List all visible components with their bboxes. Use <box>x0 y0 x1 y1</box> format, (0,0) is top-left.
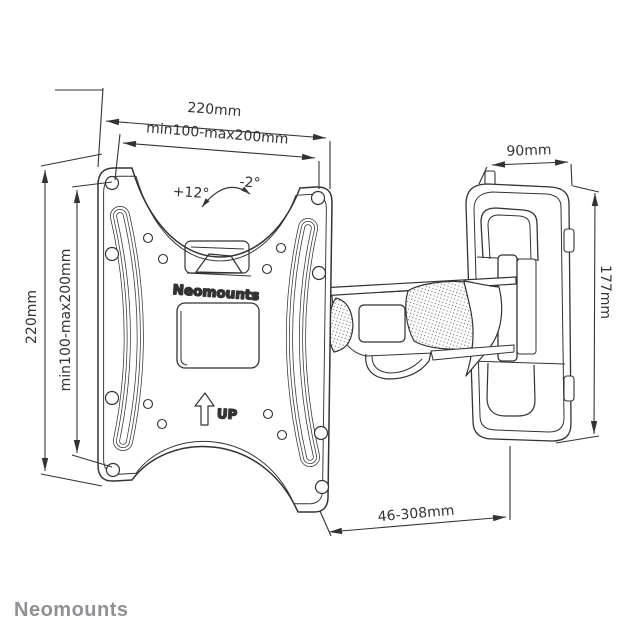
bracket-side-tab-upper <box>563 228 575 253</box>
plate-handle-tab <box>184 240 252 277</box>
label-top-vesa: min100-max200mm <box>146 120 290 147</box>
bracket-arch-outer <box>480 207 539 262</box>
bracket-arch-inner <box>487 214 532 262</box>
ext-lines <box>40 87 600 537</box>
plate-brand-text: Neomounts <box>172 282 260 304</box>
bracket-rear-column <box>516 258 537 355</box>
dim-top-width <box>105 118 327 141</box>
dimension-lines <box>41 118 599 535</box>
plate-outline <box>97 167 333 513</box>
label-tilt-down: -2° <box>239 174 261 191</box>
dim-bracket-width <box>491 159 569 168</box>
neomounts-logo: Neomounts <box>14 599 129 621</box>
swivel-arm <box>319 276 517 380</box>
bracket-side-tab-lower <box>563 375 575 402</box>
plate-edge-holes <box>104 175 330 495</box>
wall-bracket <box>465 170 575 442</box>
dim-extension <box>328 514 507 535</box>
up-label: UP <box>217 407 238 423</box>
plate-center-recess <box>176 302 260 369</box>
bracket-cover-inner-line <box>473 191 565 433</box>
vesa-plate: Neomounts UP <box>97 167 333 513</box>
bracket-lower-pocket <box>486 362 536 417</box>
label-bracket-width: 90mm <box>506 142 552 160</box>
arm-label-plate <box>358 304 406 343</box>
dimension-annotations <box>40 87 600 537</box>
label-tilt-up: +12° <box>172 184 210 203</box>
dimension-labels: 220mm min100-max200mm 220mm min100-max20… <box>24 100 613 525</box>
arm-hook-inner <box>371 355 423 374</box>
arm-lower-bar <box>430 344 515 361</box>
plate-slot-right <box>286 218 320 467</box>
up-arrow-icon <box>194 392 215 426</box>
label-left-vesa: min100-max200mm <box>58 249 74 392</box>
dim-top-vesa <box>122 140 316 161</box>
dim-bracket-height <box>590 192 599 435</box>
tilt-arc <box>201 186 251 208</box>
label-bracket-height: 177mm <box>597 265 613 319</box>
plate-small-holes <box>142 232 288 441</box>
label-top-width: 220mm <box>187 100 242 120</box>
plate-inner-offset <box>103 175 327 505</box>
label-extension: 46-308mm <box>377 503 455 526</box>
label-left-height: 220mm <box>24 290 40 344</box>
bracket-split-line <box>469 360 566 365</box>
plate-slot-left <box>110 206 144 451</box>
arm-hook-outer <box>365 351 432 380</box>
